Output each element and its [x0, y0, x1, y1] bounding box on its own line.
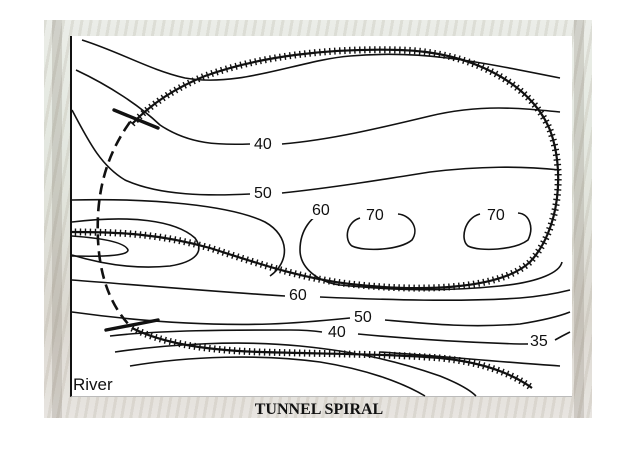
- contour-line: [357, 333, 549, 345]
- contour-line: [554, 331, 571, 341]
- contour-line: [71, 218, 200, 268]
- contour-label-40-lower: 40: [326, 324, 348, 341]
- track-loop-rail: [71, 48, 560, 290]
- contour-line: [71, 279, 286, 297]
- tunnel-dashed-path: [96, 121, 133, 329]
- railway-track: [71, 46, 562, 391]
- contour-label-70-right: 70: [485, 207, 507, 224]
- contour-label-60: 60: [310, 202, 332, 219]
- contour-line: [75, 69, 251, 146]
- background-rail-left: [52, 20, 62, 418]
- contour-line: [114, 342, 477, 397]
- contour-line: [129, 356, 426, 397]
- contour-line: [71, 311, 351, 326]
- contour-label-35: 35: [528, 333, 550, 350]
- contour-line: [81, 39, 561, 81]
- diagram-caption: TUNNEL SPIRAL: [254, 401, 384, 418]
- track-loop-ties: [71, 46, 562, 292]
- background-rail-right: [574, 20, 584, 418]
- contour-line: [281, 166, 561, 194]
- track-lower-ties: [130, 324, 535, 391]
- contour-line: [384, 311, 571, 327]
- contour-label-40: 40: [252, 136, 274, 153]
- contour-line: [281, 107, 561, 145]
- contour-line: [71, 109, 251, 196]
- contour-label-60-lower: 60: [287, 287, 309, 304]
- river-label: River: [73, 375, 113, 394]
- upper-tunnel-portal: [112, 108, 160, 130]
- contour-line: [463, 212, 532, 251]
- contour-label-70-left: 70: [364, 207, 386, 224]
- contour-line: [299, 209, 563, 291]
- tunnel-portals: [104, 108, 160, 332]
- contour-line: [319, 289, 571, 302]
- contour-line: [109, 329, 323, 337]
- lower-tunnel-portal: [104, 318, 160, 332]
- contour-label-50-lower: 50: [352, 309, 374, 326]
- contour-label-50: 50: [252, 185, 274, 202]
- contour-line: [346, 213, 416, 251]
- contour-line: [71, 198, 286, 277]
